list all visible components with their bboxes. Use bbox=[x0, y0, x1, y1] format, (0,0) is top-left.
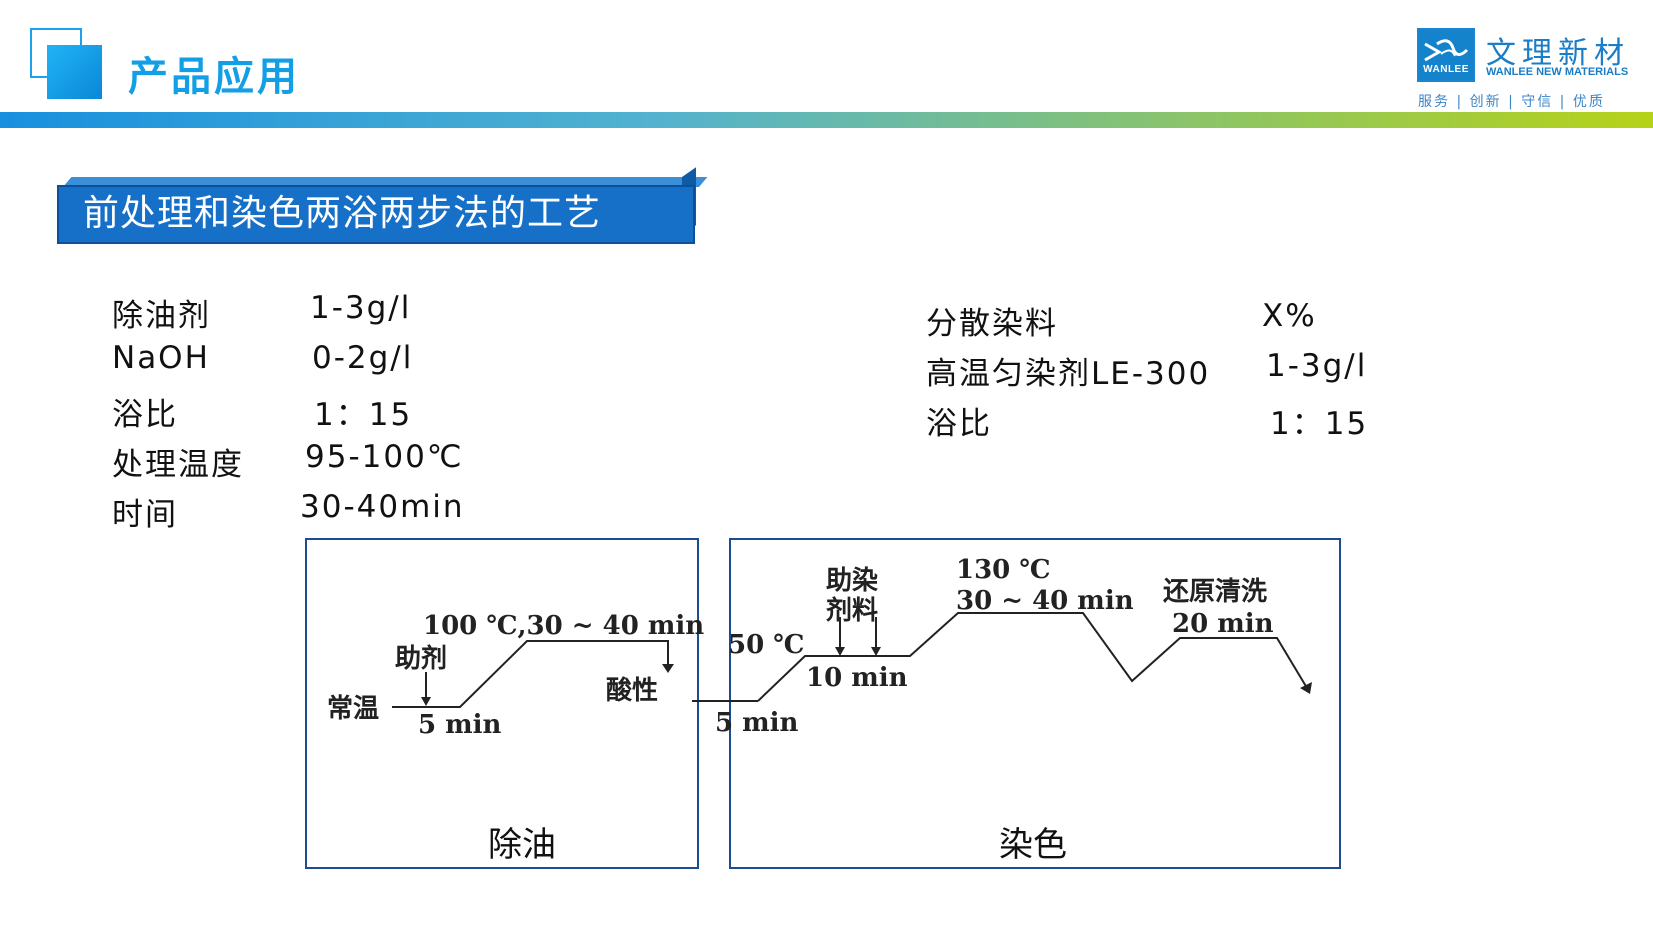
acid-label: 酸性 bbox=[606, 676, 658, 706]
pre-param-name: 时间 bbox=[112, 497, 178, 533]
logo-slogan: 服务 | 创新 | 守信 | 优质 bbox=[1418, 94, 1605, 110]
pre-param-value: 1：15 bbox=[314, 397, 413, 433]
degreasing-stage-label: 除油 bbox=[488, 825, 556, 865]
auxiliary-arrow-head bbox=[421, 697, 431, 706]
section-banner: 前处理和染色两浴两步法的工艺 bbox=[57, 185, 695, 244]
dyeing-stage-box bbox=[729, 538, 1341, 869]
dye-aux-label-2: 剂料 bbox=[826, 596, 878, 626]
hold-time-label-2: 30 ~ 40 min bbox=[956, 586, 1134, 616]
end-arrow-head bbox=[1300, 682, 1312, 694]
start-temp-label: 50 ℃ bbox=[728, 630, 804, 660]
wave-icon bbox=[1424, 39, 1469, 62]
dyeing-stage-label: 染色 bbox=[999, 825, 1067, 865]
dye-param-value: 1：15 bbox=[1270, 406, 1369, 442]
logo-name-cn: 文理新材 bbox=[1486, 36, 1630, 71]
reduction-time-label: 20 min bbox=[1172, 609, 1274, 639]
reduction-label: 还原清洗 bbox=[1163, 577, 1267, 607]
time-label-2: 5 min bbox=[715, 708, 799, 738]
logo-square-fill bbox=[47, 45, 102, 99]
page-title: 产品应用 bbox=[128, 54, 300, 100]
dye-param-name: 分散染料 bbox=[926, 306, 1058, 342]
pre-param-name: 浴比 bbox=[112, 397, 178, 433]
wanlee-logo: WANLEE bbox=[1417, 28, 1475, 82]
hold-label-1: 100 ℃,30 ~ 40 min bbox=[423, 611, 704, 641]
header-gradient-bar bbox=[0, 112, 1653, 128]
dye-param-name: 浴比 bbox=[926, 406, 992, 442]
dye-param-value: 1-3g/l bbox=[1266, 348, 1368, 384]
pre-param-value: 1-3g/l bbox=[310, 290, 412, 326]
dye-aux-label-1: 助染 bbox=[826, 566, 878, 596]
pre-param-name: 除油剂 bbox=[112, 298, 211, 334]
logo-name-en: WANLEE NEW MATERIALS bbox=[1486, 66, 1629, 78]
auxiliary-label: 助剂 bbox=[395, 644, 447, 674]
pre-param-name: NaOH bbox=[112, 340, 210, 376]
degreasing-stage-box bbox=[305, 538, 699, 869]
dye-param-name: 高温匀染剂LE-300 bbox=[926, 356, 1211, 392]
time-label-3: 10 min bbox=[806, 663, 908, 693]
pre-param-value: 30-40min bbox=[300, 489, 465, 525]
dye-param-value: X% bbox=[1262, 298, 1317, 334]
hold-temp-label-2: 130 ℃ bbox=[956, 555, 1050, 585]
logo-box-text: WANLEE bbox=[1423, 64, 1469, 75]
pre-param-value: 0-2g/l bbox=[312, 340, 414, 376]
degreasing-curve bbox=[392, 640, 669, 708]
dye-aux-arrow-head-left bbox=[835, 647, 845, 656]
pre-param-value: 95-100℃ bbox=[305, 439, 464, 475]
acid-arrow-head bbox=[662, 664, 674, 673]
room-temp-label: 常温 bbox=[327, 694, 379, 724]
dye-aux-arrow-head-right bbox=[871, 647, 881, 656]
pre-param-name: 处理温度 bbox=[112, 447, 244, 483]
time-label-1: 5 min bbox=[418, 710, 502, 740]
